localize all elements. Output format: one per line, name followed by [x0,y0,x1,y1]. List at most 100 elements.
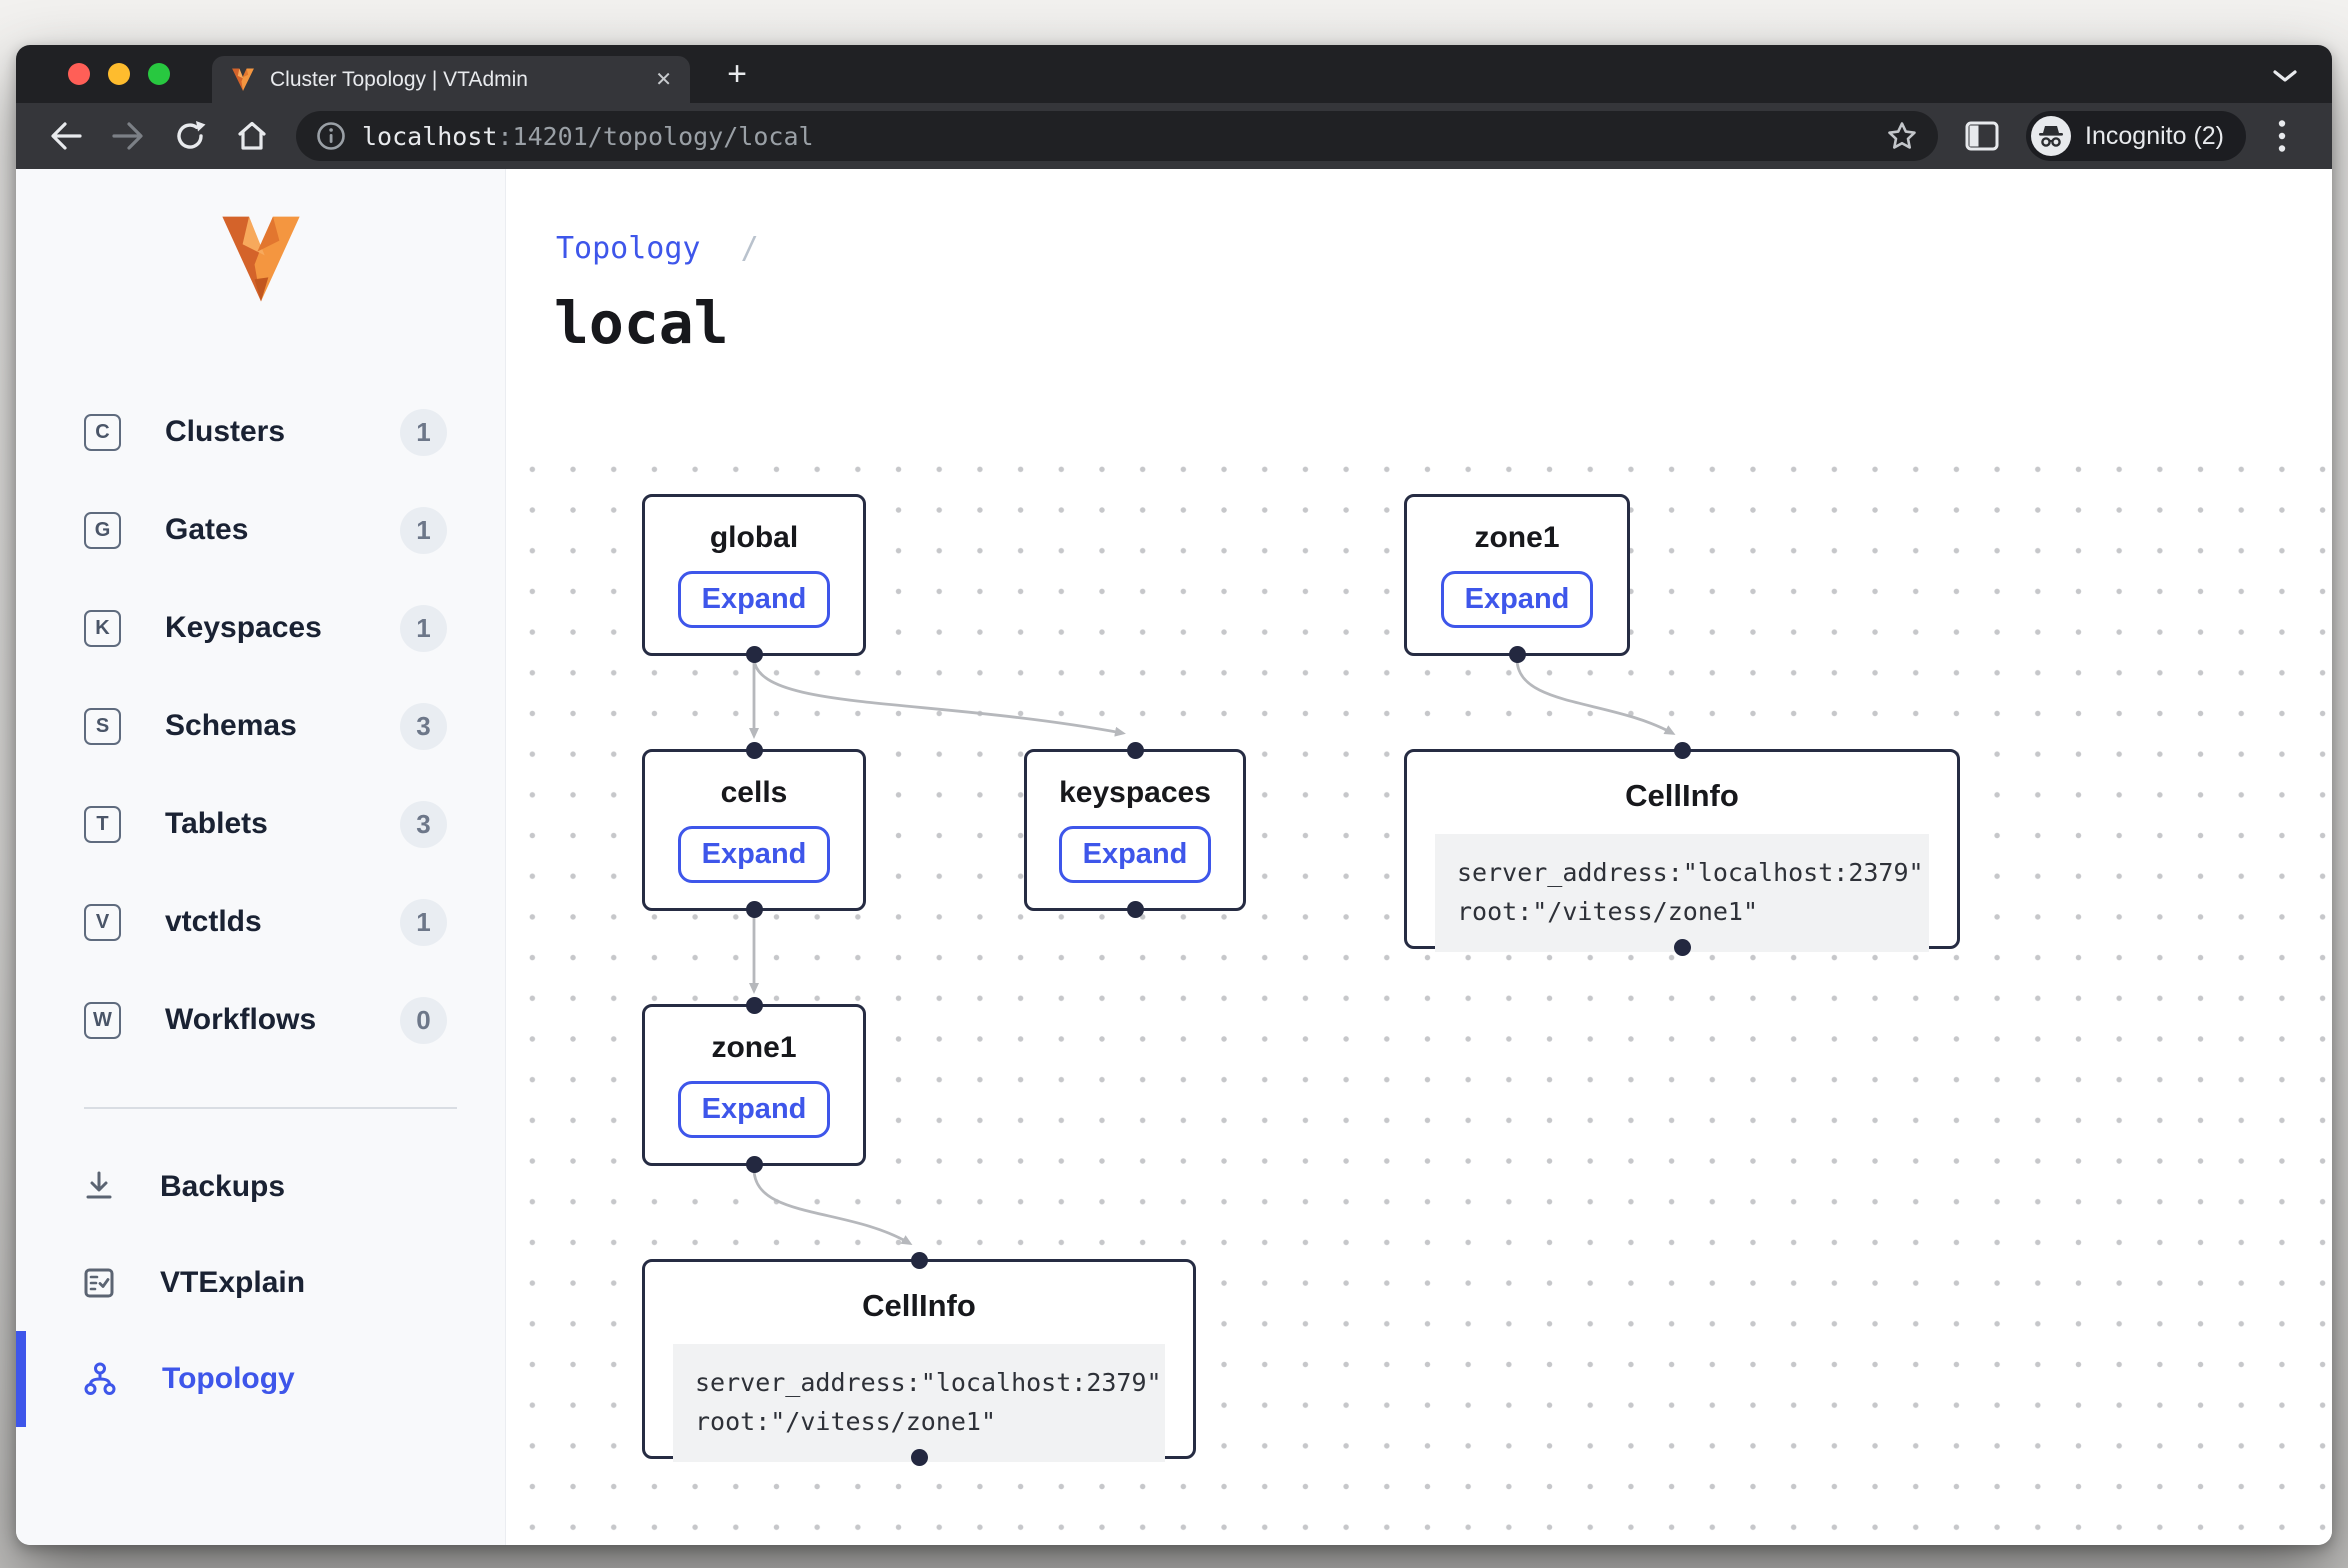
home-icon [238,121,266,150]
graph-node-zone1-top: zone1 Expand [1404,494,1630,663]
vitess-logo [221,216,300,302]
graph-node-global: global Expand [642,494,866,663]
breadcrumb-separator: / [740,231,759,266]
tab-strip: Cluster Topology | VTAdmin ✕ + [16,45,2332,103]
browser-tab[interactable]: Cluster Topology | VTAdmin ✕ [212,56,690,103]
bookmark-star-icon[interactable] [1886,120,1918,152]
topology-graph-canvas[interactable]: global Expand zone1 Expand cells Expand [506,439,2332,1545]
node-title: CellInfo [1625,778,1739,813]
sidebar-item-keyspaces[interactable]: K Keyspaces 1 [16,579,505,677]
port-top [1126,742,1144,759]
port-bottom [910,1449,928,1466]
sidebar-item-backups[interactable]: Backups [16,1139,505,1235]
schemas-icon: S [84,707,121,745]
port-bottom [745,646,763,663]
zoom-window-button[interactable] [148,63,170,85]
sidebar-item-vtctlds[interactable]: V vtctlds 1 [16,873,505,971]
graph-node-cellinfo-bottom: CellInfo server_address:"localhost:2379"… [642,1252,1196,1466]
sidebar-item-schemas[interactable]: S Schemas 3 [16,677,505,775]
gates-icon: G [84,511,121,549]
sidebar-item-clusters[interactable]: C Clusters 1 [16,383,505,481]
count-badge: 1 [400,506,447,554]
kebab-menu-icon [2278,120,2286,152]
count-badge: 3 [400,702,447,750]
forward-arrow-icon [112,122,143,150]
edge-zone1-cellinfo-bottom [752,1168,913,1246]
expand-global-button[interactable]: Expand [678,571,830,628]
sidebar-item-workflows[interactable]: W Workflows 0 [16,971,505,1069]
new-tab-button[interactable]: + [727,55,747,93]
node-title: zone1 [1474,521,1560,554]
port-top [745,742,763,759]
graph-node-cellinfo-right: CellInfo server_address:"localhost:2379"… [1404,742,1960,956]
workflows-icon: W [84,1001,121,1039]
cellinfo-code: server_address:"localhost:2379" root:"/v… [1435,834,1929,952]
expand-zone1-bottom-button[interactable]: Expand [678,1081,830,1138]
page-title: local [554,289,729,357]
topology-icon [84,1362,116,1395]
browser-window: Cluster Topology | VTAdmin ✕ + [16,45,2332,1545]
node-title: keyspaces [1059,776,1211,809]
expand-keyspaces-button[interactable]: Expand [1059,826,1211,883]
browser-toolbar: localhost:14201/topology/local [16,103,2332,169]
graph-node-cells: cells Expand [642,742,866,918]
side-panel-button[interactable] [1956,110,2008,162]
count-badge: 0 [400,996,447,1044]
edge-global-keyspaces [752,658,1126,737]
cellinfo-code: server_address:"localhost:2379" root:"/v… [673,1344,1165,1462]
incognito-icon [2031,116,2072,156]
sidebar: C Clusters 1 G Gates 1 K Keyspaces 1 S S… [16,169,506,1545]
sidebar-item-topology[interactable]: Topology [16,1331,505,1427]
vtctlds-icon: V [84,903,121,941]
graph-node-zone1-bottom: zone1 Expand [642,997,866,1173]
port-bottom [745,1156,763,1173]
active-indicator [16,1331,26,1427]
expand-cells-button[interactable]: Expand [678,826,830,883]
port-bottom [1126,901,1144,918]
node-title: global [709,521,799,554]
keyspaces-icon: K [84,609,121,647]
page-info-icon[interactable] [316,121,346,151]
incognito-label: Incognito (2) [2085,121,2224,150]
incognito-chip[interactable]: Incognito (2) [2026,111,2246,161]
graph-edges [749,658,1676,1246]
tablets-icon: T [84,805,121,843]
url-host: localhost [362,121,498,151]
close-window-button[interactable] [68,63,90,85]
download-icon [86,1171,112,1199]
sidebar-item-tablets[interactable]: T Tablets 3 [16,775,505,873]
count-badge: 1 [400,604,447,652]
browser-menu-button[interactable] [2256,110,2308,162]
tab-close-icon[interactable]: ✕ [655,69,672,91]
forward-button[interactable] [102,110,154,162]
clusters-icon: C [84,413,121,451]
port-top [1673,742,1691,759]
port-top [910,1252,928,1269]
count-badge: 1 [400,898,447,946]
tab-title: Cluster Topology | VTAdmin [270,67,528,91]
minimize-window-button[interactable] [108,63,130,85]
url-path: :14201/topology/local [497,121,814,151]
reload-icon [177,121,206,149]
home-button[interactable] [226,110,278,162]
node-title: zone1 [711,1031,797,1064]
back-button[interactable] [40,110,92,162]
breadcrumb-topology-link[interactable]: Topology [556,231,701,266]
edge-zone1-cellinfo-right [1515,658,1676,735]
port-bottom [745,901,763,918]
tab-search-chevron-icon[interactable] [2272,69,2298,83]
reload-button[interactable] [164,110,216,162]
node-title: CellInfo [862,1288,976,1323]
port-bottom [1508,646,1526,663]
side-panel-icon [1965,121,1999,151]
vitess-favicon [232,68,254,91]
node-title: cells [720,776,788,809]
sidebar-item-vtexplain[interactable]: VTExplain [16,1235,505,1331]
sidebar-divider [84,1107,457,1109]
graph-node-keyspaces: keyspaces Expand [1024,742,1246,918]
main-content: Topology / local [506,169,2332,1545]
expand-zone1-top-button[interactable]: Expand [1441,571,1593,628]
address-bar[interactable]: localhost:14201/topology/local [296,111,1939,161]
traffic-lights [68,63,170,85]
sidebar-item-gates[interactable]: G Gates 1 [16,481,505,579]
